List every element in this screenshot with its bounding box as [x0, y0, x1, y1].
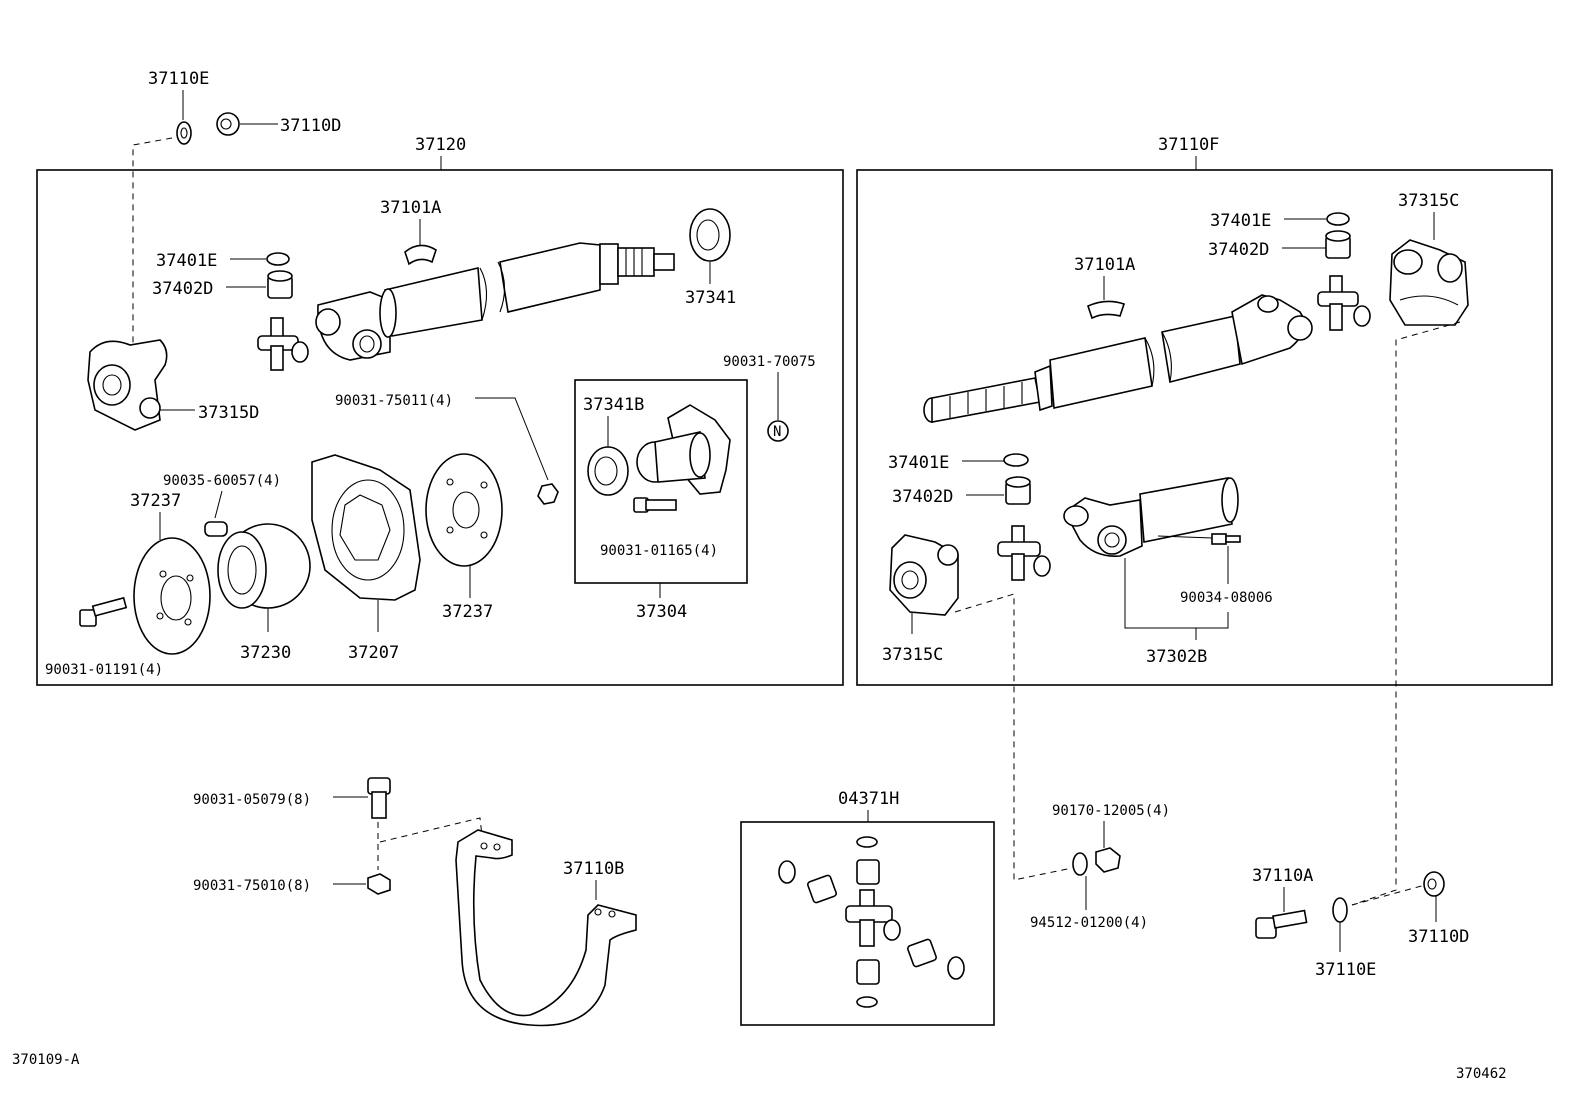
label-90170-12005: 90170-12005(4) — [1052, 803, 1170, 819]
universal-joint-kit-icon — [778, 836, 965, 1008]
label-37110E-top: 37110E — [148, 69, 209, 89]
propeller-shaft-front-icon — [315, 242, 675, 361]
label-37401E-right-top: 37401E — [1210, 211, 1271, 231]
snap-ring-icon — [1326, 212, 1350, 226]
assembly-box-37120 — [36, 169, 844, 686]
label-37230: 37230 — [240, 643, 291, 663]
label-94512-01200: 94512-01200(4) — [1030, 915, 1148, 931]
washer-icon — [1332, 897, 1348, 923]
label-37401E-right-mid: 37401E — [888, 453, 949, 473]
assembly-box-04371H — [740, 821, 995, 1026]
spider-cross-icon — [997, 525, 1051, 581]
flange-yoke-icon — [87, 339, 168, 431]
rubber-cushion-icon — [311, 454, 421, 601]
propeller-shaft-rear-icon — [923, 294, 1313, 423]
label-37110A: 37110A — [1252, 866, 1313, 886]
label-37101A-left: 37101A — [380, 198, 441, 218]
snap-ring-icon — [266, 252, 290, 266]
pin-icon — [204, 521, 228, 537]
balance-weight-icon — [404, 244, 437, 266]
flange-yoke-icon — [1389, 239, 1469, 326]
label-37110D-bottom: 37110D — [1408, 927, 1469, 947]
label-37101A-right: 37101A — [1074, 255, 1135, 275]
bolt-icon — [367, 777, 391, 819]
grease-fitting-icon — [1211, 533, 1241, 545]
bolt-icon — [1255, 909, 1308, 939]
label-37302B: 37302B — [1146, 647, 1207, 667]
diagram-code-right: 370462 — [1456, 1066, 1507, 1082]
seal-ring-icon — [587, 446, 629, 496]
dust-deflector-icon — [133, 537, 211, 655]
diagram-code-left: 370109-A — [12, 1052, 80, 1068]
label-90031-70075: 90031-70075 — [723, 354, 816, 370]
label-37110F: 37110F — [1158, 135, 1219, 155]
assembly-box-37110F — [856, 169, 1553, 686]
nut-icon — [1095, 847, 1121, 873]
bolt-icon — [633, 497, 677, 513]
label-37110B: 37110B — [563, 859, 624, 879]
label-90034-08006: 90034-08006 — [1180, 590, 1273, 606]
label-37237-right: 37237 — [442, 602, 493, 622]
washer-plate-icon — [425, 453, 503, 567]
label-90031-01191: 90031-01191(4) — [45, 662, 163, 678]
label-04371H: 04371H — [838, 789, 899, 809]
label-37110E-bottom: 37110E — [1315, 960, 1376, 980]
companion-flange-icon — [636, 404, 731, 495]
label-37315D: 37315D — [198, 403, 259, 423]
label-37402D-right-mid: 37402D — [892, 487, 953, 507]
label-37315C-top: 37315C — [1398, 191, 1459, 211]
label-90031-75011: 90031-75011(4) — [335, 393, 453, 409]
washer-icon — [176, 121, 192, 145]
spider-cross-icon — [1317, 275, 1371, 331]
label-37120: 37120 — [415, 135, 466, 155]
label-90031-01165: 90031-01165(4) — [600, 543, 718, 559]
not-reusable-mark-icon — [767, 420, 789, 442]
n-mark: N — [773, 424, 781, 440]
support-bracket-icon — [455, 829, 637, 1027]
label-37315C-bottom: 37315C — [882, 645, 943, 665]
label-37401E-left: 37401E — [156, 251, 217, 271]
assembly-box-37304 — [574, 379, 748, 584]
label-37110D-top: 37110D — [280, 116, 341, 136]
flange-yoke-icon — [889, 534, 959, 616]
bearing-cup-icon — [267, 270, 293, 299]
snap-ring-icon — [1003, 453, 1029, 467]
label-37341B: 37341B — [583, 395, 644, 415]
label-37402D-left: 37402D — [152, 279, 213, 299]
nut-icon — [1423, 871, 1445, 897]
balance-weight-icon — [1087, 300, 1126, 320]
bearing-cup-icon — [1005, 476, 1031, 505]
bearing-cup-icon — [1325, 230, 1351, 259]
label-37237-left: 37237 — [130, 491, 181, 511]
hex-nut-icon — [537, 483, 559, 505]
slip-yoke-icon — [1063, 477, 1239, 557]
label-90031-05079: 90031-05079(8) — [193, 792, 311, 808]
label-90031-75010: 90031-75010(8) — [193, 878, 311, 894]
label-37207: 37207 — [348, 643, 399, 663]
oil-seal-icon — [689, 208, 731, 262]
label-37402D-right-top: 37402D — [1208, 240, 1269, 260]
label-37341: 37341 — [685, 288, 736, 308]
spider-cross-icon — [257, 317, 309, 371]
label-90035-60057: 90035-60057(4) — [163, 473, 281, 489]
bolt-icon — [79, 596, 128, 627]
center-bearing-icon — [217, 523, 311, 609]
hex-nut-icon — [367, 873, 391, 895]
nut-icon — [216, 112, 240, 136]
lock-washer-icon — [1072, 852, 1088, 876]
label-37304: 37304 — [636, 602, 687, 622]
